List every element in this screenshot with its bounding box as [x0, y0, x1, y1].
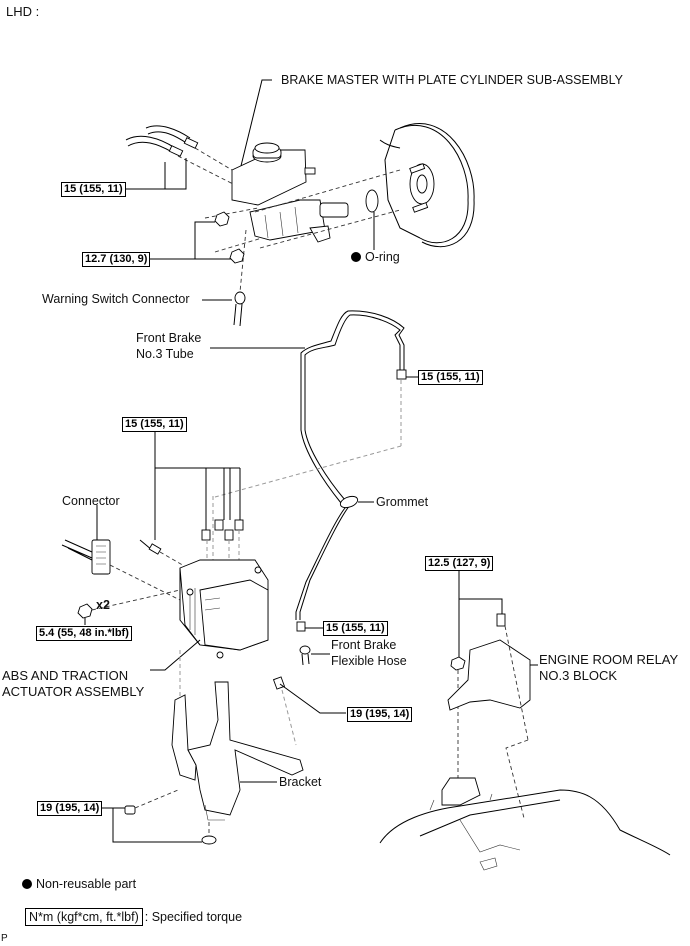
page-title: LHD :	[6, 4, 40, 19]
relay-block-drawing	[379, 569, 671, 871]
non-reusable-dot-icon	[351, 252, 361, 262]
torque-abs-lines: 15 (155, 11)	[122, 417, 187, 432]
bracket-drawing	[99, 650, 346, 845]
torque-bracket-right: 19 (195, 14)	[347, 707, 413, 722]
legend-torque-desc: : Specified torque	[144, 910, 243, 924]
label-x2: x2	[96, 598, 110, 612]
label-relay-2: NO.3 BLOCK	[539, 668, 618, 683]
front-brake-tube-drawing	[210, 310, 418, 666]
label-abs-1: ABS AND TRACTION	[2, 668, 129, 683]
label-o-ring: O-ring	[351, 250, 400, 265]
legend-torque-box: N*m (kgf*cm, ft.*lbf)	[25, 908, 143, 926]
label-bracket: Bracket	[279, 775, 322, 789]
torque-master-nuts: 12.7 (130, 9)	[82, 252, 151, 267]
label-flex-hose-1: Front Brake	[331, 638, 397, 652]
torque-brake-line-master: 15 (155, 11)	[61, 182, 126, 197]
label-warning-switch: Warning Switch Connector	[42, 292, 190, 306]
legend-torque: N*m (kgf*cm, ft.*lbf): Specified torque	[25, 908, 243, 926]
label-relay-1: ENGINE ROOM RELAY	[539, 652, 679, 667]
label-front-brake-tube-1: Front Brake	[136, 331, 202, 345]
non-reusable-dot-icon	[22, 879, 32, 889]
label-front-brake-tube-2: No.3 Tube	[136, 347, 194, 361]
torque-tube-lower: 15 (155, 11)	[323, 621, 388, 636]
footer-code: P	[1, 933, 8, 944]
label-grommet: Grommet	[376, 495, 429, 509]
torque-relay-block: 12.5 (127, 9)	[425, 556, 494, 571]
label-flex-hose-2: Flexible Hose	[331, 654, 407, 668]
o-ring-text: O-ring	[365, 250, 400, 264]
label-master-cylinder: BRAKE MASTER WITH PLATE CYLINDER SUB-ASS…	[281, 73, 623, 87]
legend-non-reusable-text: Non-reusable part	[36, 877, 137, 891]
abs-actuator-drawing	[61, 430, 269, 671]
master-cylinder-drawing	[123, 79, 475, 327]
label-connector: Connector	[62, 494, 120, 508]
label-abs-2: ACTUATOR ASSEMBLY	[2, 684, 145, 699]
torque-tube-upper: 15 (155, 11)	[418, 370, 483, 385]
torque-bracket-left: 19 (195, 14)	[37, 801, 103, 816]
torque-abs-nut: 5.4 (55, 48 in.*lbf)	[36, 626, 132, 641]
legend-non-reusable: Non-reusable part	[22, 877, 136, 892]
